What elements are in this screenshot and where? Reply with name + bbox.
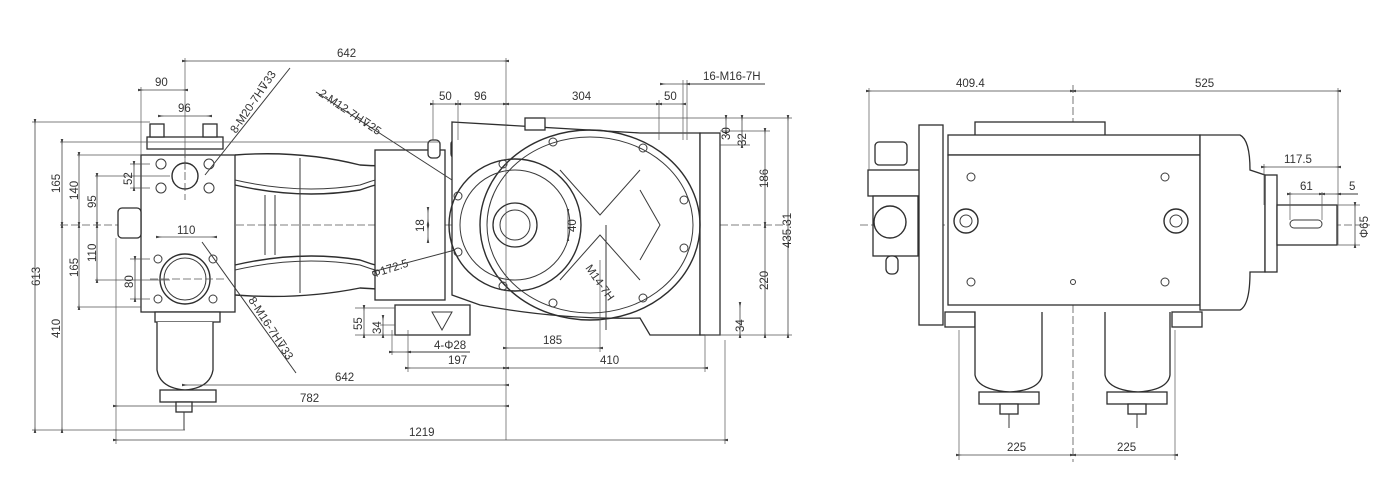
- dim-18: 18: [415, 219, 427, 232]
- filter-canister: [154, 311, 221, 430]
- dim-61: 61: [1300, 181, 1313, 193]
- thread-inlet-label: 8-M16-7H⊽33: [245, 295, 294, 362]
- dim-642-top: 642: [337, 48, 356, 60]
- dim-30: 30: [721, 127, 733, 140]
- dim-225-left: 225: [1007, 442, 1026, 454]
- dim-197: 197: [448, 355, 467, 367]
- dim-55: 55: [353, 317, 365, 330]
- dim-50-left: 50: [439, 91, 452, 103]
- dia-65: Φ65: [1359, 216, 1371, 238]
- top-body: [867, 121, 1338, 328]
- crank-case: [448, 117, 721, 336]
- dim-304: 304: [572, 91, 592, 103]
- dim-410-horizontal: 410: [600, 355, 619, 367]
- dim-435-31: 435.31: [782, 213, 794, 248]
- dim-96-mid: 96: [474, 91, 487, 103]
- dim-90: 90: [155, 77, 168, 89]
- dim-225-right: 225: [1117, 442, 1136, 454]
- dim-525: 525: [1195, 78, 1214, 90]
- dim-782: 782: [300, 393, 319, 405]
- top-view-dimensions: 409.4 525 117.5 61 5 Φ65 225 225: [865, 78, 1371, 460]
- dim-52: 52: [123, 172, 135, 185]
- dim-409-4: 409.4: [956, 78, 985, 90]
- dim-110-vertical: 110: [87, 244, 99, 262]
- side-view: 642 90 96 8-M20-7H⊽33 2-M12-7H⊽25 50 96 …: [31, 48, 794, 444]
- dim-95: 95: [87, 195, 99, 208]
- thread-top-label: 2-M12-7H⊽25: [316, 88, 383, 138]
- dim-110-horizontal: 110: [177, 225, 195, 237]
- dim-80: 80: [124, 275, 136, 288]
- dim-50-right: 50: [664, 91, 677, 103]
- top-view: 409.4 525 117.5 61 5 Φ65 225 225: [860, 78, 1371, 462]
- dim-5: 5: [1349, 181, 1355, 193]
- dim-613: 613: [31, 267, 43, 286]
- dim-1219: 1219: [409, 427, 435, 439]
- holes-4-dia-28: 4-Φ28: [434, 340, 466, 352]
- top-filter-right: [1104, 312, 1171, 428]
- thread-flange-label: 16-M16-7H: [703, 71, 761, 83]
- dim-185: 185: [543, 335, 562, 347]
- top-filter-left: [974, 312, 1043, 428]
- dim-165-upper: 165: [51, 174, 63, 193]
- dim-186: 186: [759, 169, 771, 188]
- dim-32: 32: [737, 133, 749, 146]
- manifold-block: [117, 123, 236, 313]
- plunger-housing: [234, 139, 471, 336]
- dim-220: 220: [759, 271, 771, 290]
- thread-outlet-label: 8-M20-7H⊽33: [229, 69, 279, 136]
- dim-165-lower: 165: [69, 258, 81, 277]
- dim-117-5: 117.5: [1284, 154, 1312, 166]
- dim-642-bottom: 642: [335, 372, 354, 384]
- dim-410-vertical: 410: [51, 319, 63, 338]
- dim-96-top: 96: [178, 103, 191, 115]
- dim-40: 40: [567, 219, 579, 232]
- dim-34-left: 34: [372, 321, 384, 334]
- dim-140: 140: [69, 181, 81, 200]
- dim-34-right: 34: [735, 319, 747, 332]
